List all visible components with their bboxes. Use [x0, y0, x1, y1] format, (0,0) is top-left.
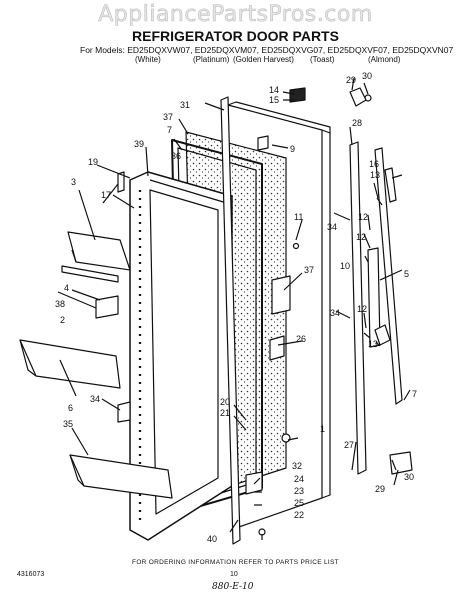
color-label-platinum: (Platinum) [193, 55, 230, 64]
callout-37: 37 [304, 265, 315, 275]
washer-32 [281, 433, 291, 443]
callout-28: 28 [352, 118, 363, 128]
screw-11 [292, 242, 300, 250]
callout-22: 22 [294, 510, 305, 520]
callout-31: 31 [180, 100, 191, 110]
hinge-bottom [245, 471, 263, 495]
color-label-white: (White) [135, 55, 161, 64]
ordering-note: FOR ORDERING INFORMATION REFER TO PARTS … [132, 559, 339, 566]
callout-36: 36 [171, 151, 182, 161]
callout-6: 6 [68, 403, 74, 413]
callout-33: 34 [90, 394, 101, 404]
hinge-cap [289, 87, 306, 103]
callout-12-lower: 12 [357, 304, 368, 314]
bracket-26 [269, 335, 285, 361]
callout-24: 24 [294, 474, 305, 484]
callout-30-top: 30 [362, 71, 373, 81]
callout-19: 19 [88, 157, 99, 167]
callout-5: 5 [404, 269, 410, 279]
callout-12-upper: 12 [358, 212, 369, 222]
callout-41: 40 [207, 534, 218, 544]
callout-2: 2 [60, 315, 66, 325]
bin-clip [117, 401, 131, 423]
callout-3: 3 [71, 177, 77, 187]
color-label-almond: (Almond) [368, 55, 401, 64]
page-title: REFRIGERATOR DOOR PARTS [132, 28, 339, 44]
callout-4: 4 [64, 283, 70, 293]
callout-39: 38 [55, 299, 66, 309]
callout-29-top: 29 [346, 75, 357, 85]
callout-15: 15 [269, 95, 280, 105]
watermark: AppliancePartsPros.com [98, 2, 373, 28]
callout-26: 26 [296, 334, 307, 344]
color-label-toast: (Toast) [310, 55, 335, 64]
callout-27: 27 [344, 440, 355, 450]
callout-13-lower: 13 [368, 339, 379, 349]
dairy-bin-trim [61, 265, 119, 283]
spacer-37 [271, 275, 291, 315]
screw-9 [257, 135, 269, 151]
callout-34-lower: 34 [330, 308, 341, 318]
callout-23: 23 [294, 486, 305, 496]
callout-13-upper: 13 [370, 170, 381, 180]
callout-40: 39 [134, 139, 145, 149]
callout-35: 35 [63, 419, 74, 429]
door-handle-rail [349, 141, 367, 475]
callout-7: 7 [412, 389, 418, 399]
page-number: 10 [230, 571, 238, 578]
hinge-bracket [349, 87, 367, 107]
callout-21: 21 [220, 408, 231, 418]
callout-20: 20 [220, 397, 231, 407]
callout-1: 1 [320, 424, 326, 434]
callout-34-upper: 34 [327, 222, 338, 232]
callout-14: 14 [269, 85, 280, 95]
dairy-door [67, 231, 131, 271]
callout-11: 11 [294, 212, 304, 222]
callout-32: 32 [292, 461, 303, 471]
callout-17: 17 [101, 190, 112, 200]
door-trim-strip [220, 96, 241, 545]
callout-30-bottom: 30 [404, 472, 415, 482]
callout-9: 9 [290, 144, 296, 154]
bin-bracket [95, 295, 119, 319]
callout-10: 10 [340, 261, 351, 271]
callout-29-bottom: 29 [375, 484, 386, 494]
callout-25: 25 [294, 498, 305, 508]
document-part-number: 4316073 [17, 571, 45, 578]
color-label-golden-harvest: (Golden Harvest) [233, 55, 294, 64]
models-line: For Models: ED25DQXVW07, ED25DQXVM07, ED… [80, 45, 454, 55]
door-bin-lower [69, 454, 173, 499]
callout-38: 37 [163, 112, 174, 122]
callout-16: 16 [369, 159, 380, 169]
callout-12-mid: 12 [356, 232, 367, 242]
door-bin-upper [19, 339, 121, 389]
handwritten-note: 880-E-10 [212, 582, 254, 592]
callout-8: 7 [167, 125, 173, 135]
